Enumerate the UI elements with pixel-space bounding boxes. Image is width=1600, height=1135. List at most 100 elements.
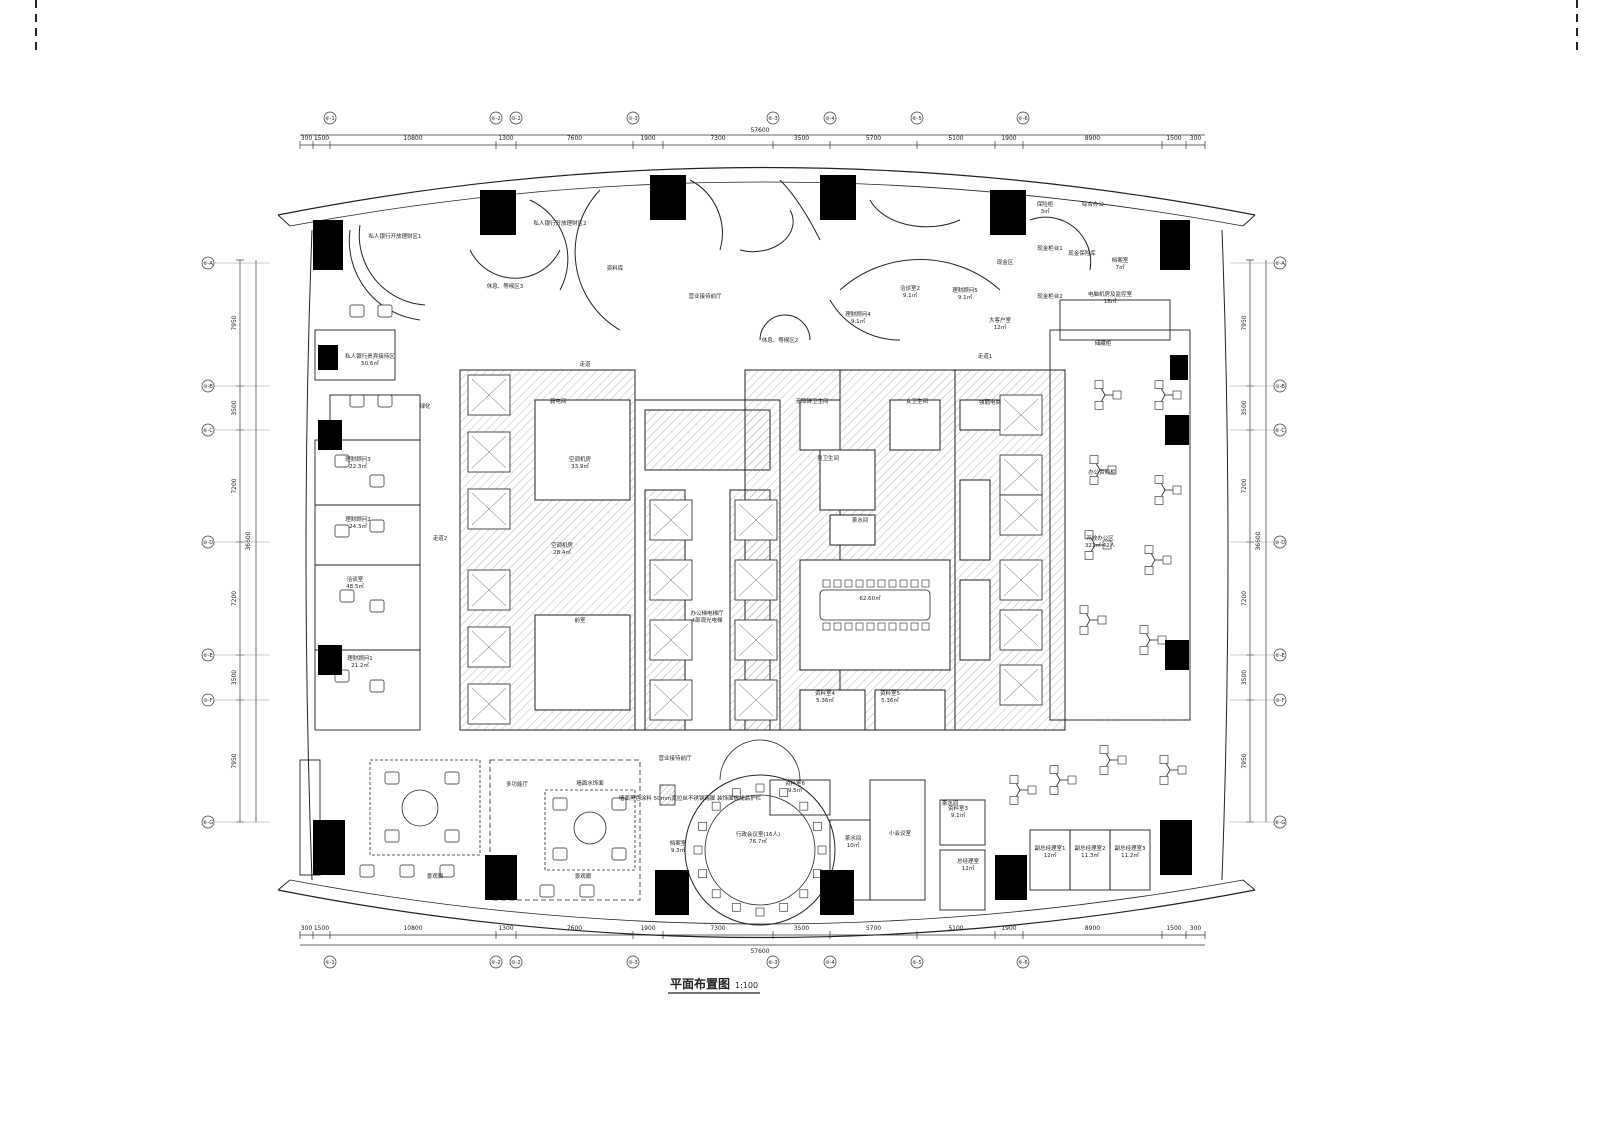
room-label: 资料室4	[815, 689, 836, 697]
sofa	[334, 524, 350, 538]
workstation-chair	[1099, 766, 1109, 775]
axis-bubble	[201, 815, 215, 829]
room-label: 资料室5	[880, 689, 901, 697]
dimension-segment: 7600	[567, 925, 582, 932]
structural-column	[1165, 640, 1189, 670]
room-label: 小会议室	[889, 829, 912, 837]
workstation-chair	[1027, 785, 1037, 795]
workstation-chair	[1139, 625, 1149, 634]
workstation-chair	[1139, 646, 1149, 655]
workstation-chair	[1159, 755, 1169, 764]
workstation-chair	[1162, 555, 1172, 565]
sheet-border-marks	[35, 0, 1578, 50]
room-label: 现金区	[997, 258, 1014, 266]
room-area: 21.2㎡	[351, 661, 369, 669]
dimension-segment: 7300	[710, 135, 725, 142]
structural-column	[1160, 220, 1190, 270]
dimension-segment: 1500	[314, 925, 329, 932]
room-label: 大客户室	[989, 316, 1012, 324]
room-label: 景观廊	[575, 872, 592, 880]
dimension-segment: 1500	[1166, 925, 1181, 932]
dimension-segment: 5700	[866, 925, 881, 932]
elevator-cross	[738, 623, 774, 657]
room-label: 理财顾问3	[345, 455, 371, 463]
chair	[888, 579, 897, 588]
room-label: 休息、等候区2	[762, 336, 799, 344]
room-area: 5.36㎡	[816, 696, 834, 704]
workstation-chair	[1154, 380, 1164, 389]
dimension-segment: 7950	[231, 753, 238, 768]
dimension-segment: 1300	[498, 135, 513, 142]
room-label: 营业接待前厅	[658, 754, 692, 762]
elevator-cross	[471, 492, 507, 526]
room-label: 开放办公区	[1086, 534, 1114, 542]
axis-label: ⑥-2	[491, 116, 500, 122]
dimension-total: 57600	[750, 127, 769, 134]
sofa	[611, 847, 627, 861]
sofa	[377, 394, 393, 408]
dimension-segment: 5100	[948, 925, 963, 932]
dimension-segment: 7950	[1241, 315, 1248, 330]
room-label: 男卫生间	[817, 454, 839, 462]
elevator-cross	[738, 563, 774, 597]
structural-columns	[313, 175, 1192, 915]
room-area: 48.5㎡	[346, 582, 364, 590]
sofa	[349, 304, 365, 318]
axis-bubble	[910, 111, 924, 125]
dimension-segment: 7200	[1241, 591, 1248, 606]
dimension-segment: 5700	[866, 135, 881, 142]
workstation-chair	[1154, 475, 1164, 484]
drawing-scale: 1:100	[735, 981, 758, 990]
chair	[899, 622, 908, 631]
axis-label: ⑩-4	[825, 116, 834, 122]
room-label: 空调机房	[551, 541, 574, 549]
dimension-segment: 3500	[231, 400, 238, 415]
elevator-cross	[1003, 398, 1039, 432]
workstation-chair	[1097, 615, 1107, 625]
chair	[731, 788, 741, 798]
room-area: 12㎡	[994, 323, 1007, 331]
axis-label: ⑩-4	[825, 960, 834, 966]
chair	[812, 821, 822, 831]
axis-bubble	[1273, 423, 1287, 437]
chair	[888, 622, 897, 631]
axis-bubble	[1016, 955, 1030, 969]
axis-bubble	[509, 955, 523, 969]
axis-bubble	[910, 955, 924, 969]
elevator-cross	[738, 683, 774, 717]
axis-label: ⑥-E	[203, 653, 212, 659]
room-area: 76.7㎡	[749, 837, 767, 845]
chair	[833, 622, 842, 631]
room-label: 办公梯电梯厅	[690, 609, 724, 617]
sofa	[539, 884, 555, 898]
chair	[711, 889, 721, 899]
dimension-segment: 1900	[640, 135, 655, 142]
room-area: 22.3㎡	[349, 462, 367, 470]
axis-bubble	[1273, 815, 1287, 829]
elevator-cross	[1003, 563, 1039, 597]
axis-bubble	[1273, 535, 1287, 549]
axis-bubble	[201, 379, 215, 393]
axis-label: ⑥-C	[1275, 428, 1285, 434]
axis-bubble	[1273, 693, 1287, 707]
room-label: 理财顾问4	[845, 310, 871, 318]
axis-bubble	[823, 111, 837, 125]
dimension-segment: 10800	[403, 135, 422, 142]
axis-bubble	[489, 111, 503, 125]
conference-chairs	[822, 579, 930, 631]
dimension-segment: 7200	[231, 478, 238, 493]
workstation-chair	[1079, 605, 1089, 614]
elevator-shafts	[467, 374, 1043, 725]
chair	[693, 845, 703, 855]
dimension-total: 36600	[1255, 531, 1262, 550]
structural-column	[313, 220, 343, 270]
workstation-chair	[1084, 551, 1094, 560]
chair	[833, 579, 842, 588]
workstation-chair	[1049, 786, 1059, 795]
workstation-chair	[1102, 540, 1112, 550]
structural-column	[655, 870, 689, 915]
room-area: 9.1㎡	[851, 317, 866, 325]
sofa	[384, 829, 400, 843]
room-label: 保险柜	[1037, 200, 1054, 208]
